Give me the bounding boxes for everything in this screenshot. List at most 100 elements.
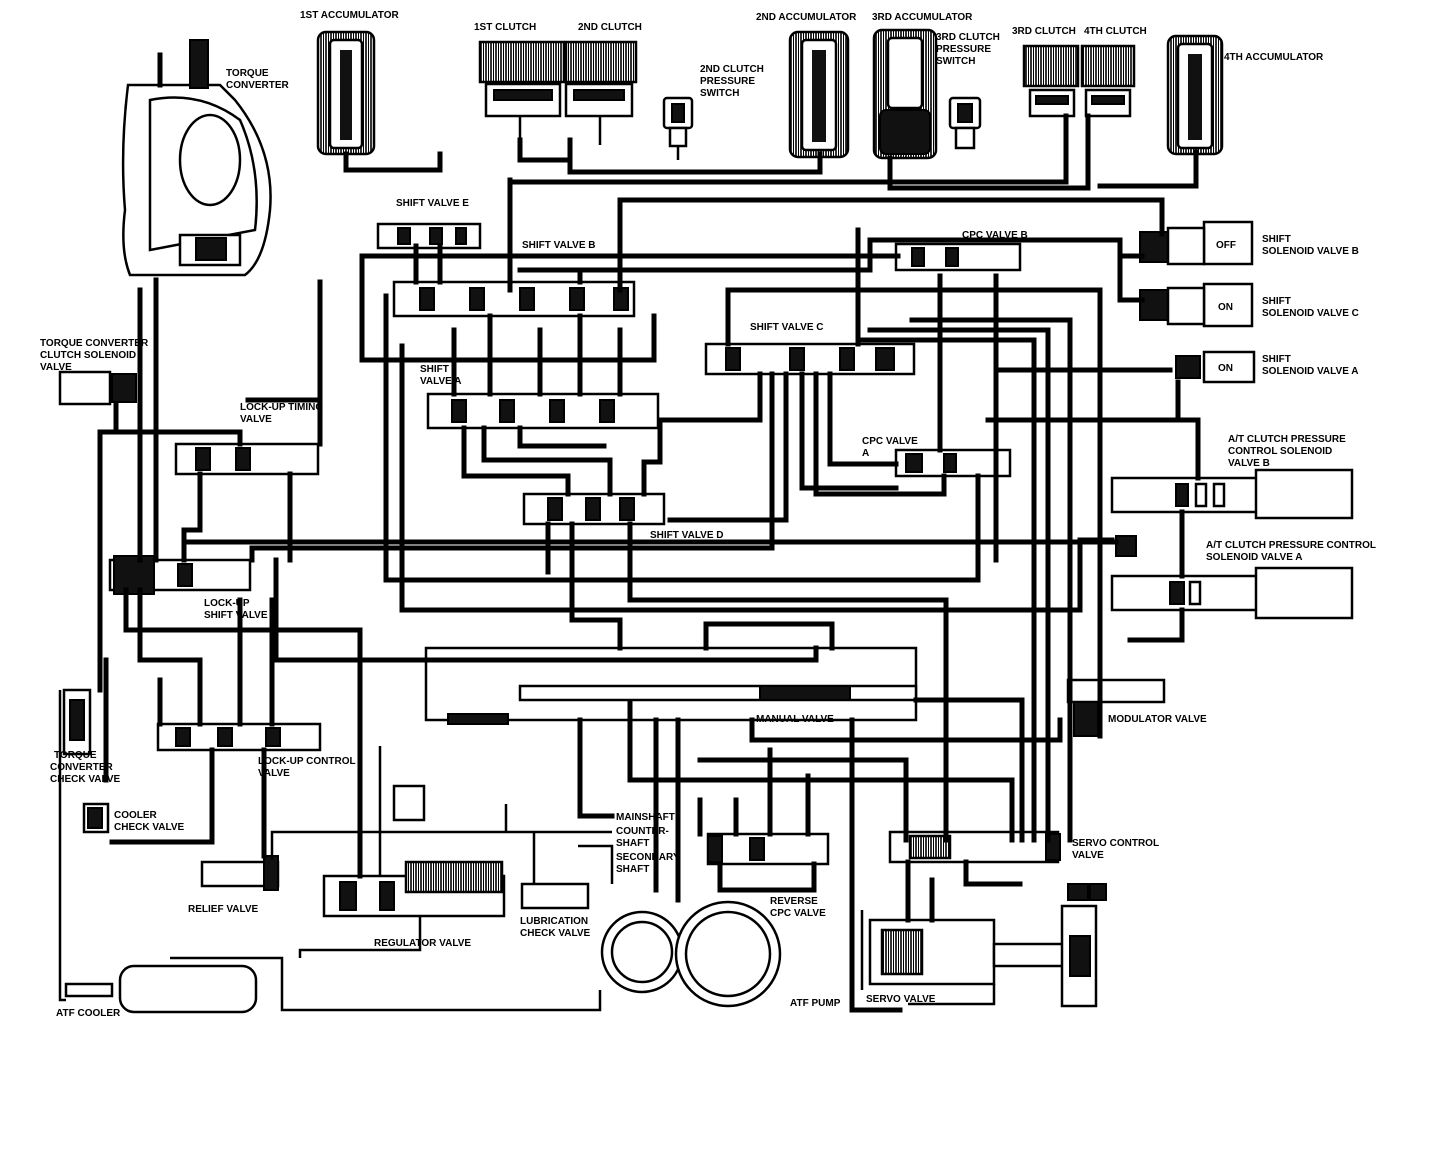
label-4th-accumulator: 4TH ACCUMULATOR (1224, 52, 1324, 63)
shaft-block (392, 784, 1107, 901)
lubrication-check-valve (520, 882, 590, 910)
clutch-3rd (1022, 44, 1080, 118)
label-shift-valve-d: SHIFT VALVE D (650, 530, 724, 541)
torque-converter-check-valve (62, 688, 92, 756)
label-2nd-clutch-pressure-switch-2: PRESSURE (700, 76, 755, 87)
label-tc-check-1: TORQUE (54, 750, 97, 761)
label-lock-up-shift-1: LOCK-UP (204, 598, 250, 609)
label-at-solenoid-b-1: A/T CLUTCH PRESSURE (1228, 434, 1346, 445)
shift-valve-c (704, 342, 916, 376)
shift-valve-a (426, 392, 660, 430)
label-shift-valve-c: SHIFT VALVE C (750, 322, 824, 333)
lock-up-shift-valve (108, 555, 252, 595)
label-lock-up-timing-1: LOCK-UP TIMING (240, 402, 323, 413)
label-3rd-clutch: 3RD CLUTCH (1012, 26, 1076, 37)
label-servo-valve: SERVO VALVE (866, 994, 936, 1005)
label-at-solenoid-b-2: CONTROL SOLENOID (1228, 446, 1332, 457)
label-cooler-check-2: CHECK VALVE (114, 822, 185, 833)
label-lock-up-control-1: LOCK-UP CONTROL (258, 756, 356, 767)
relief-valve (200, 855, 280, 891)
shift-solenoid-valve-c (1139, 282, 1254, 328)
label-secondary-shaft-1: SECONDARY (616, 852, 680, 863)
solenoid-a-state: ON (1218, 363, 1233, 374)
label-servo-control-2: VALVE (1072, 850, 1104, 861)
servo-valve (868, 904, 1098, 1008)
atf-cooler (64, 964, 258, 1014)
shift-valve-e (376, 222, 482, 250)
label-1st-clutch: 1ST CLUTCH (474, 22, 536, 33)
accumulator-3rd (872, 28, 938, 160)
atf-pump (600, 900, 782, 1008)
solenoid-b-state: OFF (1216, 240, 1236, 251)
label-2nd-clutch-pressure-switch-1: 2ND CLUTCH (700, 64, 764, 75)
label-shift-solenoid-b-1: SHIFT (1262, 234, 1291, 245)
label-torque-converter-1: TORQUE (226, 68, 269, 79)
label-shift-valve-e: SHIFT VALVE E (396, 198, 469, 209)
pressure-switch-2nd (662, 96, 694, 160)
label-shift-solenoid-c-2: SOLENOID VALVE C (1262, 308, 1359, 319)
label-atf-cooler: ATF COOLER (56, 1008, 121, 1019)
label-servo-control-1: SERVO CONTROL (1072, 838, 1159, 849)
label-secondary-shaft-2: SHAFT (616, 864, 649, 875)
label-countershaft-1: COUNTER- (616, 826, 669, 837)
label-1st-accumulator: 1ST ACCUMULATOR (300, 10, 399, 21)
label-lock-up-control-2: VALVE (258, 768, 290, 779)
label-lubrication-check-1: LUBRICATION (520, 916, 588, 927)
label-2nd-accumulator: 2ND ACCUMULATOR (756, 12, 857, 23)
label-2nd-clutch-pressure-switch-3: SWITCH (700, 88, 739, 99)
label-tc-check-2: CONVERTER (50, 762, 114, 773)
shift-valve-b (392, 280, 636, 318)
label-shift-solenoid-a-1: SHIFT (1262, 354, 1291, 365)
lock-up-control-valve (156, 722, 322, 752)
clutch-1st (478, 40, 566, 145)
label-shift-valve-b: SHIFT VALVE B (522, 240, 596, 251)
label-lubrication-check-2: CHECK VALVE (520, 928, 591, 939)
label-mainshaft: MAINSHAFT (616, 812, 675, 823)
servo-control-valve (888, 830, 1061, 864)
accumulator-1st (316, 30, 376, 156)
regulator-valve (322, 860, 506, 918)
label-lock-up-timing-2: VALVE (240, 414, 272, 425)
at-clutch-pressure-control-solenoid-valve-b (1110, 468, 1354, 520)
hydraulic-lines (58, 113, 1201, 1013)
label-reverse-cpc-1: REVERSE (770, 896, 818, 907)
label-tcc-solenoid-3: VALVE (40, 362, 72, 373)
pressure-switch-3rd (948, 96, 982, 150)
label-at-solenoid-a-2: SOLENOID VALVE A (1206, 552, 1303, 563)
label-cpc-valve-a-1: CPC VALVE (862, 436, 918, 447)
shift-valve-d (522, 492, 666, 526)
torque-converter-clutch-solenoid-valve (58, 370, 137, 406)
label-shift-solenoid-a-2: SOLENOID VALVE A (1262, 366, 1359, 377)
label-manual-valve: MANUAL VALVE (756, 714, 834, 725)
clutch-4th (1080, 44, 1136, 118)
shift-solenoid-valve-b (1139, 220, 1254, 266)
solenoid-c-state: ON (1218, 302, 1233, 313)
label-countershaft-2: SHAFT (616, 838, 649, 849)
modulator-valve (1066, 678, 1166, 737)
label-at-solenoid-b-3: VALVE B (1228, 458, 1270, 469)
label-lock-up-shift-2: SHIFT VALVE (204, 610, 268, 621)
label-tcc-solenoid-2: CLUTCH SOLENOID (40, 350, 136, 361)
label-shift-solenoid-c-1: SHIFT (1262, 296, 1291, 307)
label-3rd-clutch-pressure-switch-1: 3RD CLUTCH (936, 32, 1000, 43)
label-reverse-cpc-2: CPC VALVE (770, 908, 826, 919)
label-cpc-valve-b: CPC VALVE B (962, 230, 1028, 241)
label-at-solenoid-a-1: A/T CLUTCH PRESSURE CONTROL (1206, 540, 1376, 551)
label-atf-pump: ATF PUMP (790, 998, 841, 1009)
label-cpc-valve-a-2: A (862, 448, 869, 459)
label-shift-valve-a-1: SHIFT (420, 364, 449, 375)
clutch-2nd (564, 40, 638, 145)
cpc-valve-a (894, 448, 1012, 478)
shift-solenoid-valve-a (1175, 350, 1256, 384)
cpc-valve-b (894, 242, 1022, 272)
label-cooler-check-1: COOLER (114, 810, 158, 821)
component-labels: 1ST ACCUMULATOR 1ST CLUTCH 2ND CLUTCH 2N… (40, 10, 1376, 1019)
label-regulator-valve: REGULATOR VALVE (374, 938, 471, 949)
label-2nd-clutch: 2ND CLUTCH (578, 22, 642, 33)
accumulator-2nd (788, 30, 850, 159)
label-3rd-clutch-pressure-switch-3: SWITCH (936, 56, 975, 67)
lock-up-timing-valve (174, 442, 320, 476)
accumulator-4th (1166, 34, 1224, 156)
label-3rd-accumulator: 3RD ACCUMULATOR (872, 12, 973, 23)
